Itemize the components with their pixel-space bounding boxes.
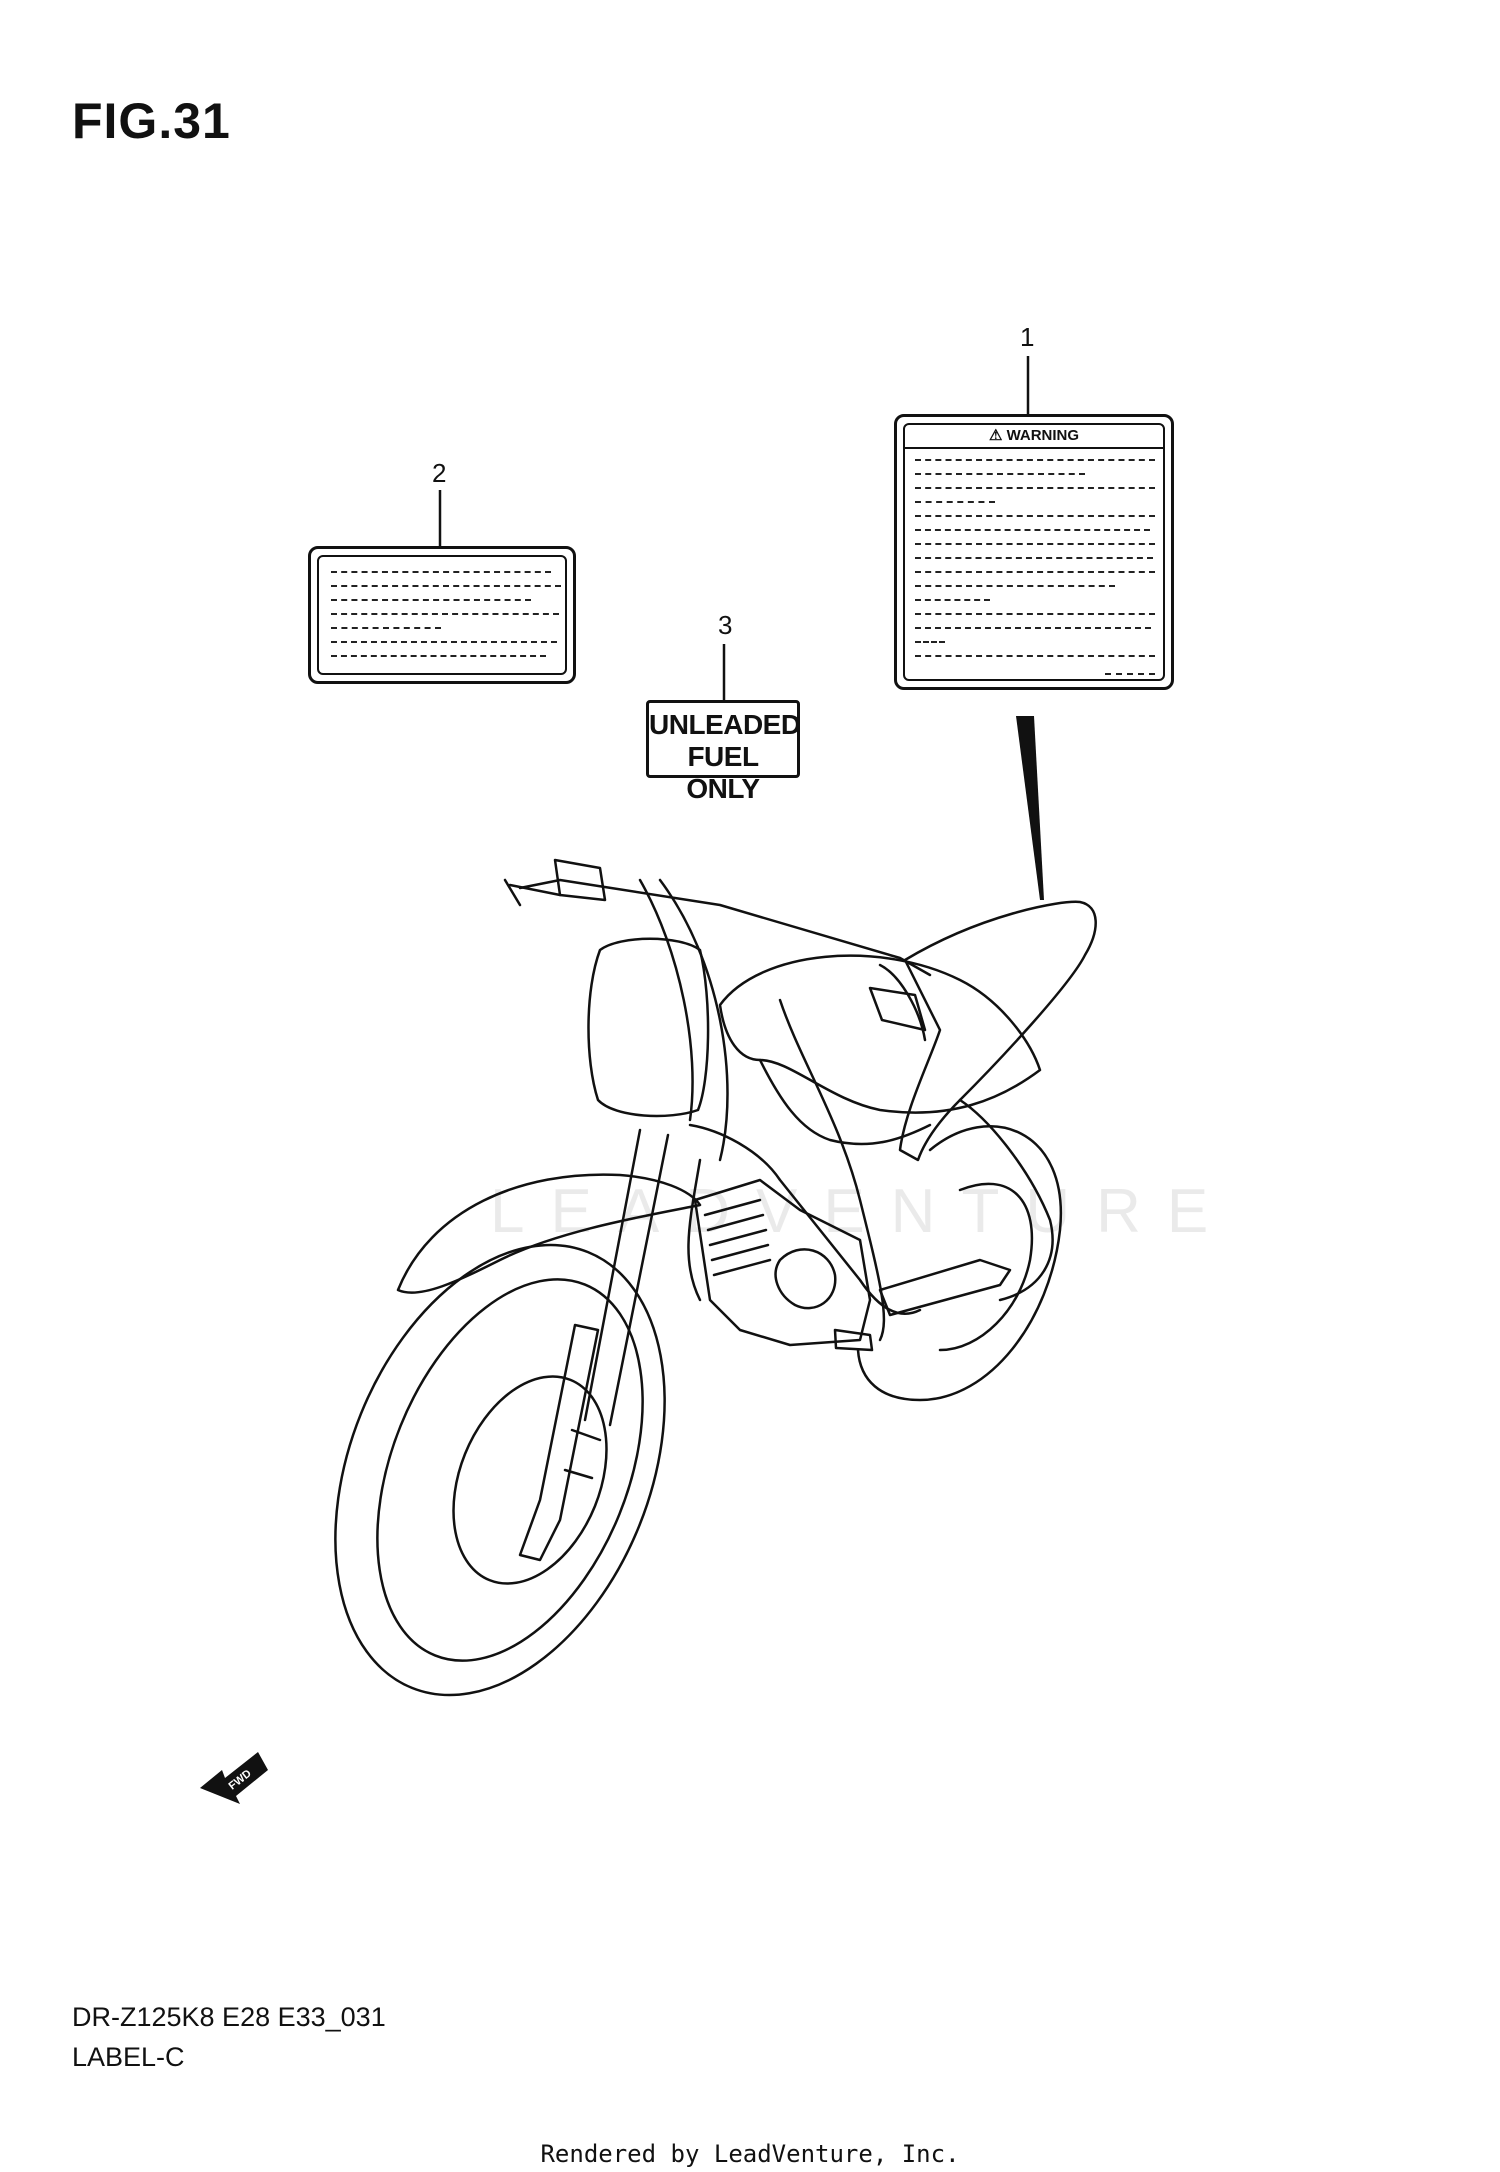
rendered-by-credit: Rendered by LeadVenture, Inc. (540, 2140, 960, 2168)
number-plate (587, 937, 710, 1118)
cable-1 (638, 878, 694, 1122)
clutch-lever (503, 878, 562, 907)
seat (898, 900, 1097, 1162)
front-tire (334, 1243, 666, 1697)
callout-number-2: 2 (432, 458, 447, 488)
fork-lower (518, 1323, 600, 1562)
front-hub (452, 1375, 608, 1585)
fuel-label-line-2: FUEL ONLY (686, 741, 760, 804)
fork-upper (583, 1128, 670, 1427)
footpeg (833, 1328, 874, 1352)
engine (693, 1178, 872, 1347)
callout-number-1: 1 (1020, 322, 1035, 352)
engine-cover (774, 1248, 837, 1310)
label-3-unleaded-fuel[interactable]: UNLEADED FUEL ONLY (646, 700, 801, 804)
right-grip (868, 986, 927, 1032)
pointer-wedge (1016, 716, 1044, 900)
motorcycle-drawing (334, 858, 1097, 1697)
cable-3 (778, 998, 886, 1342)
label-1-warning[interactable]: ⚠ WARNING (894, 414, 1174, 690)
front-fender (396, 1173, 702, 1294)
fuel-label-line-1: UNLEADED (649, 709, 801, 740)
fork-brace (563, 1428, 602, 1480)
figure-title: FIG.31 (72, 93, 231, 149)
forward-direction-marker: FWD (200, 1752, 268, 1804)
forward-arrow-icon (200, 1752, 268, 1804)
left-grip (553, 858, 607, 902)
rear-tire-inner (938, 1182, 1034, 1352)
rear-tire (856, 1125, 1063, 1402)
rear-fender (958, 1098, 1054, 1302)
fuel-tank (718, 954, 1042, 1114)
front-tire-inner (376, 1278, 644, 1662)
label-2[interactable] (308, 546, 576, 684)
swingarm (878, 1258, 1012, 1317)
engine-fins (703, 1198, 772, 1277)
callout-number-3: 3 (718, 610, 733, 640)
brake-lever (878, 963, 927, 1042)
frame-down (687, 1158, 702, 1302)
diagram-code: DR-Z125K8 E28 E33_031 (72, 2002, 386, 2032)
handlebar (518, 878, 932, 977)
warning-triangle-icon: ⚠ (988, 427, 1007, 444)
warning-heading: ⚠ WARNING (905, 425, 1163, 449)
diagram-name: LABEL-C (72, 2042, 185, 2072)
cable-2 (658, 878, 729, 1162)
